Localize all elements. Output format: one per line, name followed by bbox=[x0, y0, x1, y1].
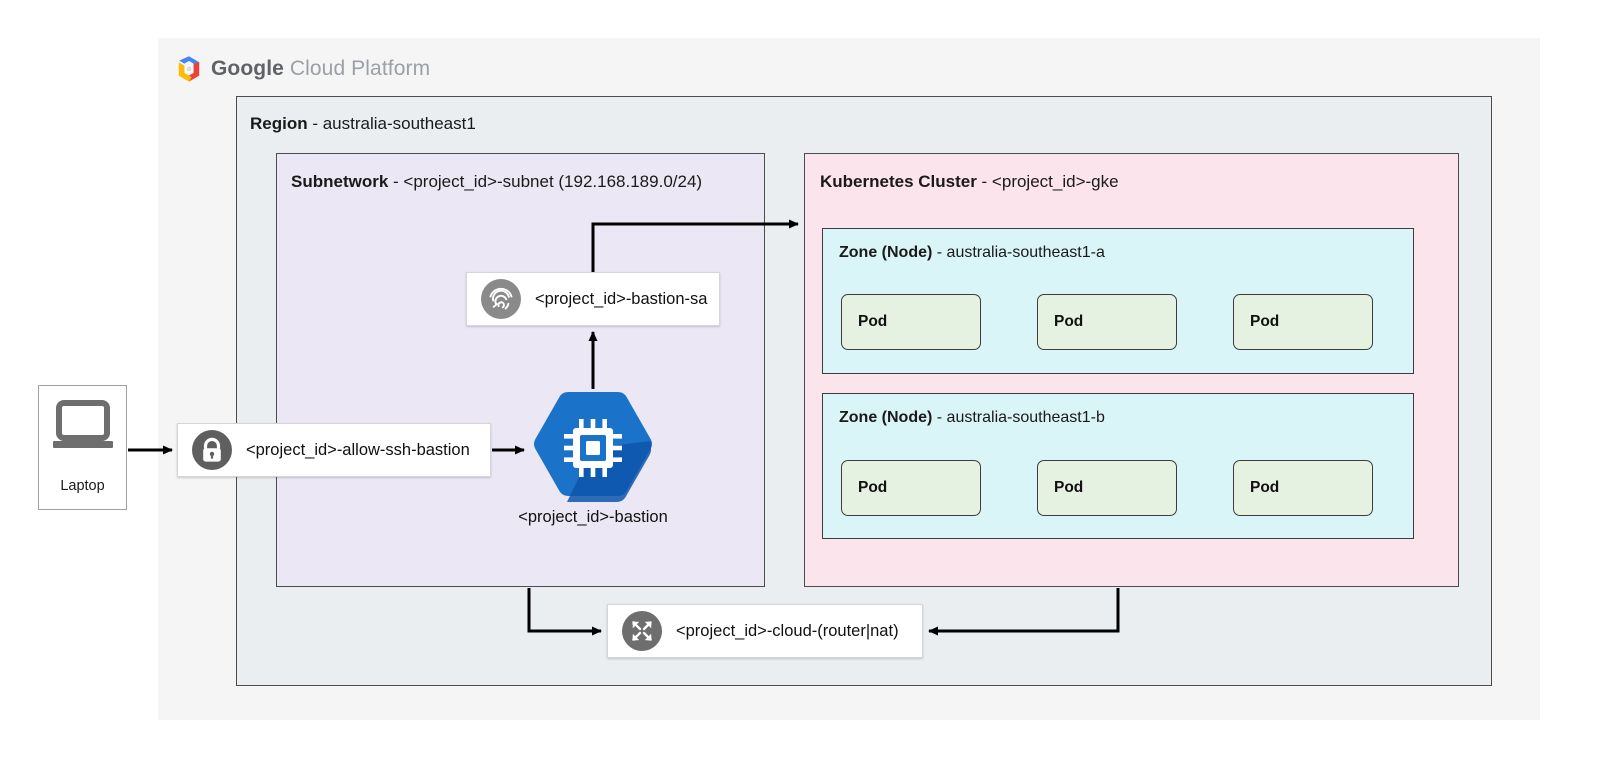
subnetwork-title-bold: Subnetwork bbox=[291, 172, 389, 191]
pod-box[interactable]: Pod bbox=[841, 294, 981, 350]
pod-box[interactable]: Pod bbox=[1233, 294, 1373, 350]
pod-box[interactable]: Pod bbox=[1037, 294, 1177, 350]
zone-a-title-rest: - australia-southeast1-a bbox=[932, 244, 1105, 261]
service-account-label: <project_id>-bastion-sa bbox=[535, 289, 708, 308]
bastion-vm-label: <project_id>-bastion bbox=[518, 508, 668, 526]
kubernetes-cluster-title: Kubernetes Cluster - <project_id>-gke bbox=[820, 172, 1119, 192]
cluster-title-bold: Kubernetes Cluster bbox=[820, 172, 977, 191]
gcp-brand: Google Cloud Platform bbox=[176, 54, 430, 84]
pod-box[interactable]: Pod bbox=[841, 460, 981, 516]
firewall-rule-label: <project_id>-allow-ssh-bastion bbox=[246, 440, 470, 459]
zone-a-title-bold: Zone (Node) bbox=[839, 244, 933, 261]
brand-name-bold: Google bbox=[211, 57, 284, 80]
subnetwork-title: Subnetwork - <project_id>-subnet (192.16… bbox=[291, 172, 702, 192]
region-title-rest: - australia-southeast1 bbox=[307, 114, 476, 133]
brand-name-light: Cloud Platform bbox=[289, 57, 431, 80]
laptop-label: Laptop bbox=[60, 478, 105, 494]
pod-label: Pod bbox=[858, 313, 888, 330]
region-title-bold: Region bbox=[250, 114, 308, 133]
cloud-router-nat-label: <project_id>-cloud-(router|nat) bbox=[676, 621, 899, 640]
cluster-title-rest: - <project_id>-gke bbox=[976, 172, 1119, 191]
pod-label: Pod bbox=[1054, 479, 1084, 496]
pod-label: Pod bbox=[1250, 313, 1280, 330]
subnetwork-title-rest: - <project_id>-subnet (192.168.189.0/24) bbox=[388, 172, 703, 191]
service-account-node[interactable]: <project_id>-bastion-sa bbox=[466, 272, 720, 326]
zone-b-title-rest: - australia-southeast1-b bbox=[932, 409, 1105, 426]
zone-node-a-title: Zone (Node) - australia-southeast1-a bbox=[839, 244, 1105, 262]
bastion-vm-node[interactable] bbox=[528, 389, 658, 507]
pod-box[interactable]: Pod bbox=[1233, 460, 1373, 516]
zone-b-title-bold: Zone (Node) bbox=[839, 409, 933, 426]
zone-node-b-title: Zone (Node) - australia-southeast1-b bbox=[839, 409, 1105, 427]
pod-box[interactable]: Pod bbox=[1037, 460, 1177, 516]
fingerprint-icon bbox=[481, 279, 521, 319]
pod-label: Pod bbox=[858, 479, 888, 496]
lock-icon bbox=[192, 430, 232, 470]
laptop-icon bbox=[52, 400, 114, 452]
region-title: Region - australia-southeast1 bbox=[250, 114, 476, 134]
gcp-hexagon-logo-icon bbox=[176, 55, 202, 83]
expand-arrows-icon bbox=[622, 611, 662, 651]
gcp-wordmark: Google Cloud Platform bbox=[211, 57, 430, 81]
cloud-router-nat-node[interactable]: <project_id>-cloud-(router|nat) bbox=[607, 604, 923, 658]
firewall-rule-node[interactable]: <project_id>-allow-ssh-bastion bbox=[177, 423, 491, 477]
pod-label: Pod bbox=[1054, 313, 1084, 330]
pod-label: Pod bbox=[1250, 479, 1280, 496]
